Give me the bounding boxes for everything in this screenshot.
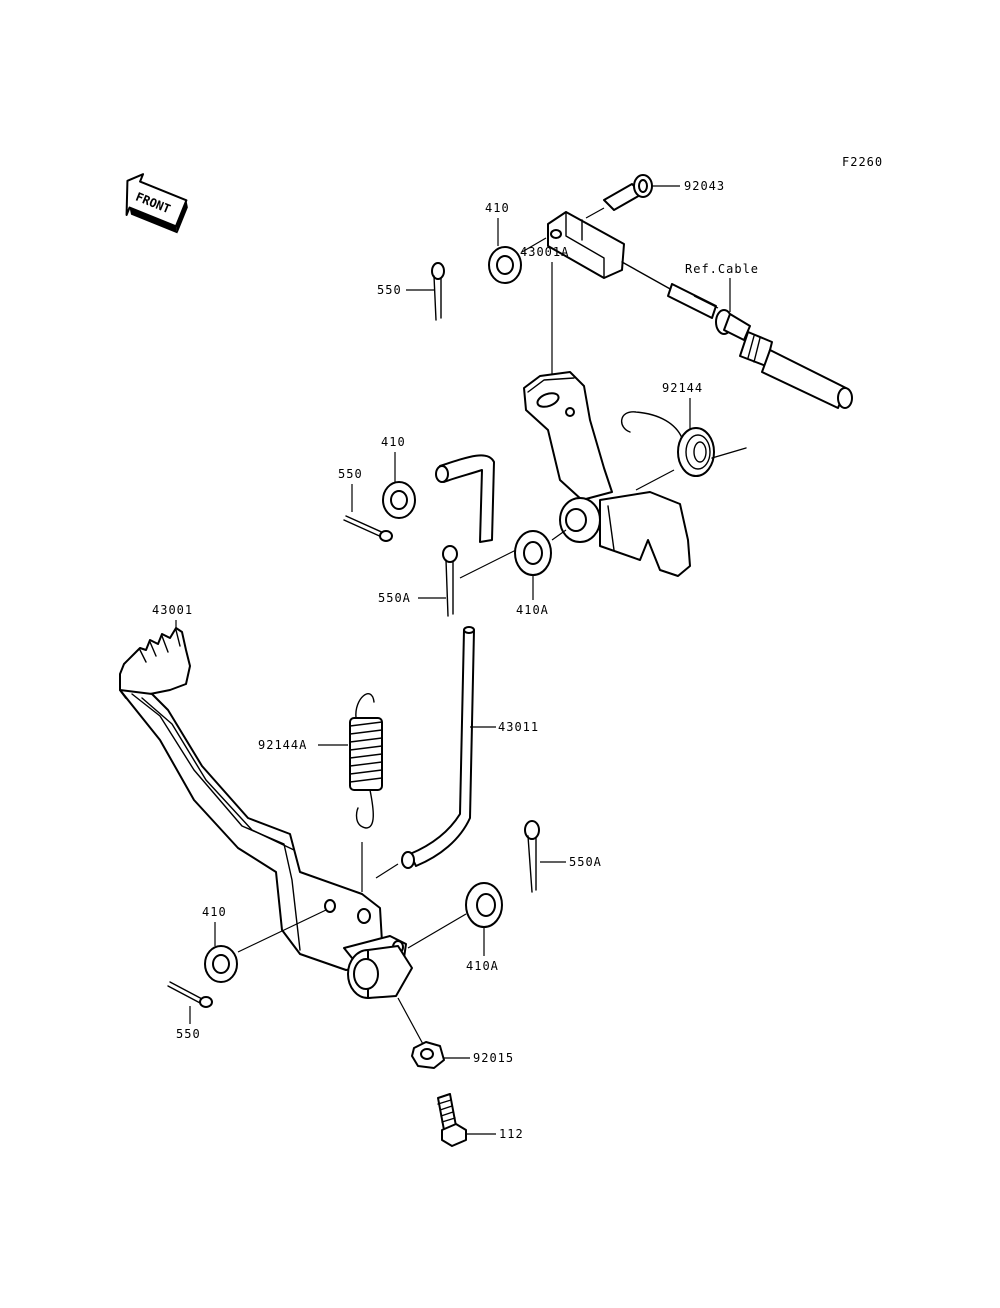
cotter-pin-550A-mid <box>442 545 458 617</box>
label-550-top: 550 <box>377 283 402 297</box>
label-112: 112 <box>499 1127 524 1141</box>
washer-410-top <box>488 246 522 284</box>
label-410A-low: 410A <box>466 959 499 973</box>
front-arrow-side <box>175 200 188 234</box>
leader-washer-to-pedal-hub <box>407 913 467 949</box>
cotter-pin-550-low <box>167 981 213 1008</box>
label-550A-low: 550A <box>569 855 602 869</box>
cotter-pin-550-top <box>431 262 445 321</box>
front-direction-badge: FRONT <box>125 173 188 234</box>
cotter-pin-550A-low <box>524 820 540 893</box>
leader-spring-to-arm <box>635 469 675 491</box>
figure-code: F2260 <box>842 155 883 169</box>
torsion-spring-92144 <box>621 411 747 477</box>
label-550A-mid: 550A <box>378 591 411 605</box>
brake-rod-43011 <box>401 626 475 869</box>
washer-410-mid <box>382 481 416 519</box>
label-410A-mid: 410A <box>516 603 549 617</box>
label-ref-cable: Ref.Cable <box>685 262 759 276</box>
label-550-mid: 550 <box>338 467 363 481</box>
leader-washer-to-clevis <box>521 237 547 253</box>
label-410-top: 410 <box>485 201 510 215</box>
rod-upper-bend <box>435 454 495 543</box>
label-43001A: 43001A <box>520 245 569 259</box>
bolt-112 <box>437 1093 467 1147</box>
brake-cable <box>621 261 853 409</box>
cable-clevis <box>547 211 625 279</box>
leader-washer-to-hub <box>551 529 567 541</box>
leader-cotter-to-washer <box>459 549 517 579</box>
label-410-low: 410 <box>202 905 227 919</box>
brake-arm-43001A <box>523 371 691 577</box>
label-92015: 92015 <box>473 1051 514 1065</box>
label-92144: 92144 <box>662 381 703 395</box>
label-43011: 43011 <box>498 720 539 734</box>
front-arrow-icon <box>125 173 188 228</box>
label-92144A: 92144A <box>258 738 307 752</box>
leader-pin-to-clevis <box>585 207 605 219</box>
clevis-pin-92043 <box>603 174 653 211</box>
washer-410A-mid <box>514 530 552 576</box>
label-43001: 43001 <box>152 603 193 617</box>
brake-pedal-43001 <box>119 627 413 999</box>
leader-washer-to-pedal <box>237 909 327 953</box>
return-spring-92144A <box>349 693 383 829</box>
label-92043: 92043 <box>684 179 725 193</box>
cotter-pin-550-mid <box>343 515 393 542</box>
washer-410-low <box>204 945 238 983</box>
label-550-low: 550 <box>176 1027 201 1041</box>
washer-410A-low <box>465 882 503 928</box>
label-410-mid: 410 <box>381 435 406 449</box>
front-arrow-shadow <box>129 207 178 234</box>
nut-92015 <box>411 1041 445 1069</box>
leader-hub-to-nut <box>397 997 425 1047</box>
leader-rod-to-pedal <box>375 863 399 879</box>
